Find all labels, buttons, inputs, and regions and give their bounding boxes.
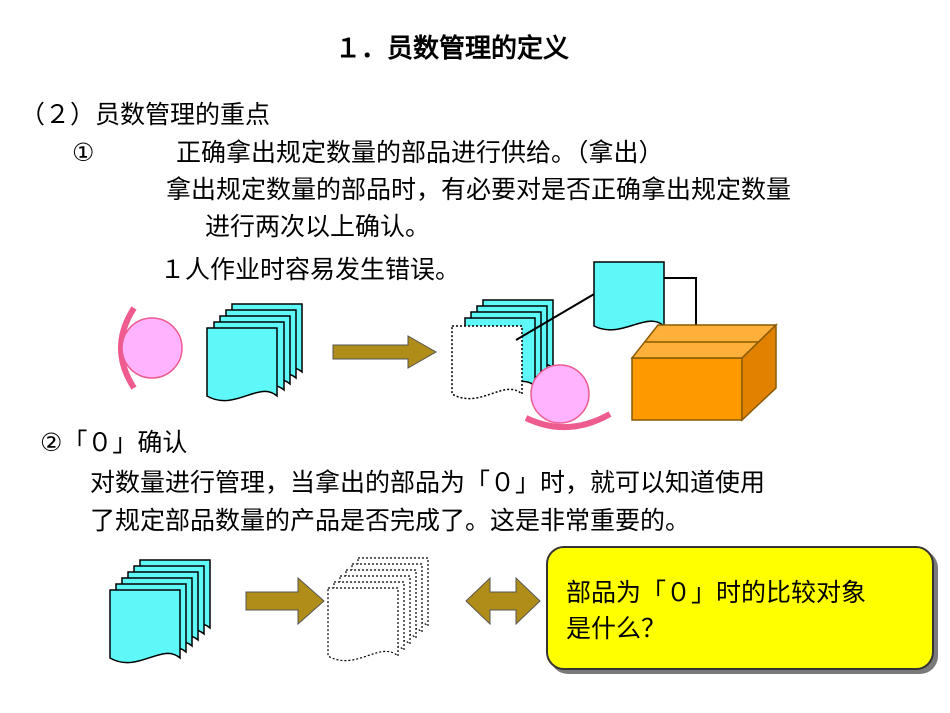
item1-marker: ① — [72, 138, 95, 167]
empty-document-stack-icon — [327, 557, 429, 662]
connector-line — [515, 289, 602, 341]
callout-box: 部品为「０」时的比较对象 是什么？ — [546, 546, 934, 670]
callout-line1: 部品为「０」时的比较对象 — [566, 578, 867, 607]
person-icon — [118, 306, 183, 390]
item2-desc-line2: 了规定部品数量的产品是否完成了。这是非常重要的。 — [90, 506, 691, 535]
item2-desc-line1: 对数量进行管理，当拿出的部品为「０」时，就可以知道使用 — [90, 468, 766, 497]
item1-heading: 正确拿出规定数量的部品进行供给。（拿出） — [176, 138, 664, 167]
item1-note: １人作业时容易发生错误。 — [160, 255, 461, 284]
document-stack-icon — [109, 559, 211, 664]
right-arrow-icon — [332, 335, 438, 369]
box-icon — [630, 323, 778, 422]
item1-desc-line2: 进行两次以上确认。 — [205, 212, 431, 241]
document-icon — [593, 261, 665, 331]
callout-line2: 是什么？ — [566, 614, 667, 643]
document-stack-taking-icon — [451, 299, 554, 400]
item1-desc-line1: 拿出规定数量的部品时，有必要对是否正确拿出规定数量 — [166, 175, 792, 204]
right-arrow-icon — [245, 576, 325, 626]
item2-heading: ②「０」确认 — [40, 428, 188, 457]
document-stack-icon — [206, 303, 303, 402]
page-title: １．员数管理的定义 — [335, 34, 570, 64]
person-icon — [524, 364, 612, 430]
double-arrow-icon — [465, 576, 541, 626]
section-heading: （２）员数管理的重点 — [20, 100, 271, 129]
